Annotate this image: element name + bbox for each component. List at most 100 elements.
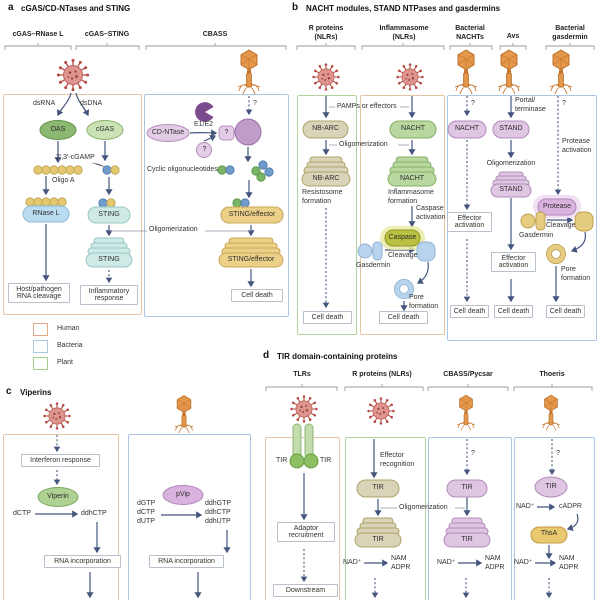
- panel-c-bacteria-box: [128, 434, 251, 600]
- sting-effector-protein: [220, 206, 284, 224]
- oas-label: OAS: [50, 126, 66, 133]
- sting-effector-label: STING/effector: [228, 211, 276, 218]
- panel-a-human-box: [3, 94, 142, 315]
- oligo-a-beads: [33, 165, 83, 175]
- caspase-label: Caspase: [388, 234, 417, 241]
- downstream-box: Downstream: [273, 584, 338, 597]
- sting-effector-beads: [232, 198, 250, 208]
- sting-beads: [98, 198, 116, 208]
- panel-c-arrows: [35, 435, 231, 599]
- nacht-oligomer: [387, 156, 437, 187]
- protease-label: Protease: [542, 203, 572, 210]
- virus-icon: [311, 62, 341, 92]
- column-brackets: [4, 43, 595, 391]
- nam1-label: NAM ADPR: [391, 555, 411, 571]
- thsa-protein: [530, 526, 568, 544]
- pamps-label: PAMPs or effectors: [337, 103, 397, 110]
- pore-formation-b1-label: Pore formation: [409, 294, 439, 310]
- col-inflammasome: Inflammasome (NLRs): [379, 25, 429, 41]
- panel-a-cbass-box: [144, 94, 289, 317]
- cyclic-oligo-label: Cyclic oligonucleotides: [147, 166, 218, 173]
- col-cgas-rnasel: cGAS–RNase L: [12, 31, 64, 38]
- q-thoeris: ?: [556, 450, 560, 457]
- q-cbass-pycsar: ?: [471, 450, 475, 457]
- e1e2-enzyme: [195, 102, 214, 122]
- oligomerization-b2-label: Oligomerization: [486, 160, 536, 167]
- col-cgas-sting: cGAS–STING: [84, 31, 130, 38]
- inflammasome-formation-label: Inflammasome formation: [388, 189, 434, 205]
- tlr-receptor: [289, 423, 319, 469]
- cleavage-b1-label: Cleavage: [388, 252, 418, 259]
- thsa-label: ThsA: [540, 530, 558, 537]
- tir-protein-r: [356, 479, 400, 498]
- phage-icon: [541, 394, 561, 431]
- panel-a-tag: a: [8, 2, 14, 13]
- tir-protein-thoeris: [534, 476, 568, 498]
- cell-death-avs: Cell death: [494, 305, 533, 318]
- effector-activation-2: Effector activation: [491, 252, 536, 272]
- pvip-label: pVip: [176, 491, 190, 498]
- cdntase-label: CD-NTase: [151, 129, 185, 136]
- col-tlrs: TLRs: [293, 371, 311, 378]
- tir-protein-cbass: [446, 479, 488, 498]
- tir-cbass-stack-label: TIR: [461, 536, 473, 543]
- protease-protein: [533, 195, 581, 218]
- dctp-label: dCTP: [13, 510, 31, 517]
- gasdermin-b2-label: Gasdermin: [519, 232, 554, 239]
- panel-d-tlr-box: [265, 437, 340, 600]
- cell-death-bact-nacht: Cell death: [450, 305, 489, 318]
- caspase-protein: [380, 226, 425, 250]
- panel-d-thoeris-box: [514, 437, 595, 600]
- panel-b-rproteins-box: [297, 95, 357, 335]
- tir-right-label: TIR: [320, 457, 332, 464]
- pvip-protein: [162, 485, 204, 505]
- gasdermin-b1-label: Gasdermin: [356, 262, 391, 269]
- nbarc-label: NB-ARC: [312, 125, 339, 132]
- nbarc-stack-label: NB-ARC: [312, 175, 340, 182]
- cell-death-inflammasome: Cell death: [379, 311, 428, 324]
- cgamp-beads: [102, 165, 120, 175]
- sting-effector-stack-label: STING/effector: [227, 256, 275, 263]
- panel-b-tag: b: [292, 2, 299, 13]
- q-square-label: ?: [224, 129, 229, 136]
- tir-r-label: TIR: [372, 484, 384, 491]
- legend-human-label: Human: [57, 325, 80, 332]
- nad4-label: NAD⁺: [514, 559, 533, 566]
- virus-icon: [56, 58, 90, 92]
- nad3-label: NAD⁺: [516, 503, 535, 510]
- nbarc-protein: [302, 120, 349, 139]
- nbarc-oligomer: [301, 156, 351, 187]
- interferon-response-box: Interferon response: [21, 454, 100, 467]
- col-cbass: CBASS: [202, 31, 228, 38]
- gasdermin-bacterial: [520, 211, 594, 232]
- nacht-stack-label: NACHT: [399, 175, 425, 182]
- protease-activation-label: Protease activation: [562, 138, 592, 154]
- cgas-label: cGAS: [95, 126, 115, 133]
- cdntase-complex-circle: [234, 118, 262, 146]
- col-cbass-pycsar: CBASS/Pycsar: [443, 371, 493, 378]
- oligomerization-d-label: Oligomerization: [399, 504, 448, 511]
- virus-icon: [395, 62, 425, 92]
- oas-protein: [39, 120, 77, 140]
- pore-bacterial: [546, 244, 566, 264]
- cgamp-label: 2′,3′-cGAMP: [56, 154, 95, 161]
- rna-incorporation-2: RNA incorporation: [149, 555, 224, 568]
- phage-icon: [454, 49, 478, 95]
- cgas-protein: [86, 120, 124, 140]
- tir-left-label: TIR: [276, 457, 288, 464]
- col-r-proteins: R proteins (NLRs): [308, 25, 344, 41]
- resistosome-label: Resistosome formation: [302, 189, 343, 205]
- col-thoeris: Thoeris: [539, 371, 565, 378]
- panel-b-title: NACHT modules, STAND NTPases and gasderm…: [306, 4, 501, 13]
- nacht-label: NACHT: [400, 125, 426, 132]
- unknown-circle: [196, 142, 212, 158]
- nad1-label: NAD⁺: [343, 559, 362, 566]
- col-r-proteins-d: R proteins (NLRs): [352, 371, 412, 378]
- virus-icon: [42, 401, 72, 431]
- col-bact-nachts: Bacterial NACHTs: [455, 25, 485, 41]
- panel-c-human-box: [3, 434, 119, 600]
- panel-d-rproteins-box: [345, 437, 426, 600]
- panel-a-title: cGAS/CD-NTases and STING: [21, 4, 131, 13]
